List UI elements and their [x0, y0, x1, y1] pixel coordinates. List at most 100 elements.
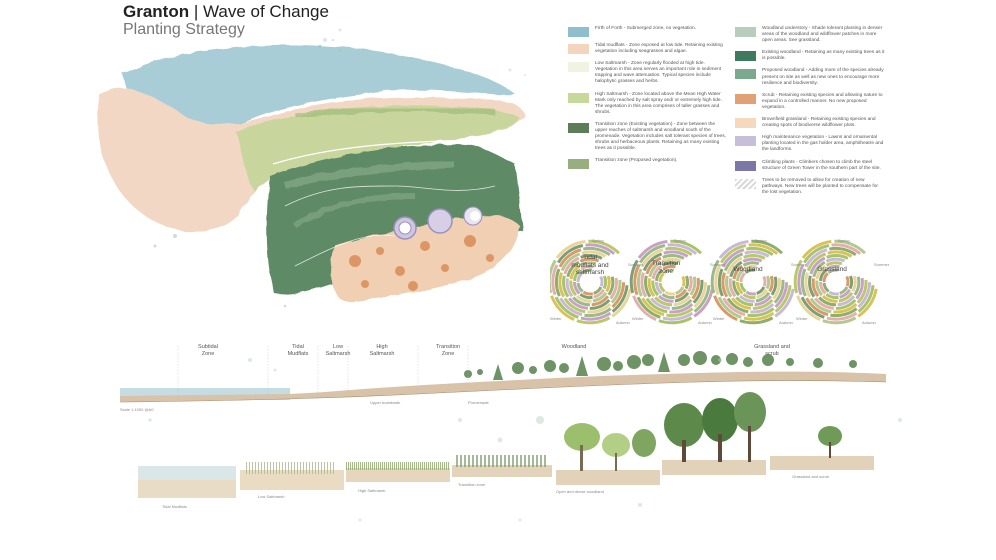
season-wheel-arc: [755, 291, 771, 303]
season-wheel-arc: [772, 277, 781, 300]
legend-right-item: High maintenance vegetation - Lawns and …: [735, 135, 885, 153]
detail-caption: Tidal Mudflats: [162, 504, 187, 509]
legend-left-text: High Saltmarsh - Zone located above the …: [595, 91, 722, 115]
season-wheel-arc: [822, 272, 829, 283]
season-wheel-arc: [563, 256, 580, 275]
season-wheel-arc: [856, 279, 868, 304]
season-wheel-arc: [693, 282, 708, 309]
season-wheel-arc: [825, 292, 839, 300]
page-subtitle: Planting Strategy: [123, 21, 245, 38]
legend-right-text: Trees to be removed to allow for creatio…: [762, 177, 878, 195]
season-wheel-arc: [651, 264, 663, 280]
season-wheel-arc: [732, 280, 741, 297]
season-wheel-arc: [851, 275, 857, 293]
season-wheel-arc: [554, 296, 579, 319]
wheel-season-label: Spring: [592, 238, 604, 243]
season-wheel-arc: [805, 297, 829, 317]
legend-left-item: Tidal mudflats - Zone exposed at low tid…: [568, 43, 728, 55]
season-wheel-arc: [636, 268, 643, 297]
season-wheel-arc: [743, 264, 757, 271]
season-wheel: [793, 239, 878, 325]
season-wheel-arc: [632, 295, 657, 321]
wheel-season-label: Autumn: [779, 320, 793, 325]
legend-left-text: Transition zone (Proposed vegetation).: [595, 158, 678, 164]
season-wheel-arc: [579, 261, 597, 267]
season-wheel-arc: [579, 292, 593, 300]
detail-caption: Open and dense woodland: [556, 489, 604, 494]
season-wheel-arc: [691, 277, 700, 300]
season-wheel-arc: [665, 246, 693, 257]
section-zone-label: Tidal Mudflats: [287, 344, 309, 357]
season-wheel-arc: [848, 275, 854, 290]
season-wheel-arc: [742, 257, 763, 263]
season-wheel-arc: [592, 291, 608, 303]
season-wheel-arc: [831, 243, 862, 255]
season-wheel-arc: [809, 297, 832, 314]
season-wheel-arc: [633, 264, 641, 296]
season-wheel-arc: [582, 290, 594, 296]
section-zone-label: Transition Zone: [436, 344, 460, 357]
section-upper-boardwalk-note: Upper boardwalk: [370, 400, 401, 405]
detail-caption: High Saltmarsh: [358, 488, 386, 493]
legend-right-text: Woodland understory - Shade tolerant pla…: [762, 26, 883, 44]
season-wheel-arc: [821, 294, 838, 303]
season-wheel-arc: [673, 295, 692, 307]
wheel-season-label: Winter: [796, 316, 808, 321]
legend-right-item: Proposed woodland - Adding more of the s…: [735, 68, 885, 86]
season-wheel-arc: [814, 297, 835, 310]
season-wheel-arc: [815, 280, 824, 297]
season-wheel-arc: [735, 281, 744, 295]
season-wheel-arc: [857, 285, 875, 313]
season-wheel-arc: [826, 254, 849, 260]
season-wheel-arc: [837, 295, 856, 307]
season-wheel-arc: [751, 239, 783, 255]
detail-caption: Low Saltmarsh: [258, 494, 285, 499]
season-wheel-arc: [654, 268, 664, 282]
season-wheel-arc: [661, 261, 679, 267]
season-wheel-arc: [580, 264, 594, 271]
season-wheel-arc: [826, 264, 840, 271]
section-promenade-note: Promenade: [468, 400, 489, 405]
season-wheel-arc: [721, 248, 745, 268]
season-wheel-arc: [588, 239, 620, 255]
detail-panel-dense-woodland: [662, 390, 766, 475]
wheel-season-label: Autumn: [698, 320, 712, 325]
season-wheel-arc: [593, 288, 605, 299]
section-scale-note: Scale 1:1000 @A0: [120, 407, 154, 412]
wheel-season-label: Summer: [791, 262, 807, 267]
season-wheel-arc: [556, 244, 584, 264]
map-saltmarsh: [235, 106, 520, 192]
wheel-season-label: Autumn: [616, 320, 630, 325]
season-wheel-arc: [747, 307, 775, 318]
season-wheel-arc: [717, 268, 724, 297]
season-wheel-arc: [726, 297, 749, 314]
woodland-tree-illustration: [564, 423, 656, 471]
season-wheel-arc: [834, 239, 866, 255]
season-wheel-arc: [804, 248, 828, 268]
season-wheel-arc: [645, 297, 668, 314]
season-wheel-arc: [825, 261, 843, 267]
season-wheel-arc: [565, 278, 574, 298]
season-wheel-arc: [602, 275, 608, 290]
page-title: Granton | Wave of Change: [123, 2, 329, 22]
season-wheel-arc: [641, 297, 665, 317]
detail-panel-high-saltmarsh: [346, 460, 450, 482]
title-bold: Granton: [123, 2, 190, 21]
season-wheel-arc: [645, 256, 662, 275]
season-wheel-arc: [826, 311, 858, 321]
season-wheel-arc: [739, 316, 774, 325]
legend-left-item: Transition zone (Existing vegetation) - …: [568, 122, 728, 152]
wheel-season-label: Winter: [632, 316, 644, 321]
season-wheel-arc: [589, 298, 611, 310]
season-wheel: [550, 239, 632, 325]
legend-right-swatch: [735, 51, 756, 62]
season-wheel-arc: [722, 297, 746, 317]
wheel-season-label: Summer: [628, 262, 644, 267]
season-wheel-arc: [551, 264, 559, 296]
site-plan-map: [98, 39, 526, 308]
season-wheel-arc: [822, 316, 857, 325]
season-wheel-arc: [735, 268, 745, 282]
legend-left: Firth of Forth - Submerged zone, no vege…: [568, 26, 728, 175]
site-section: [119, 346, 887, 403]
season-wheel-arc: [569, 264, 581, 280]
